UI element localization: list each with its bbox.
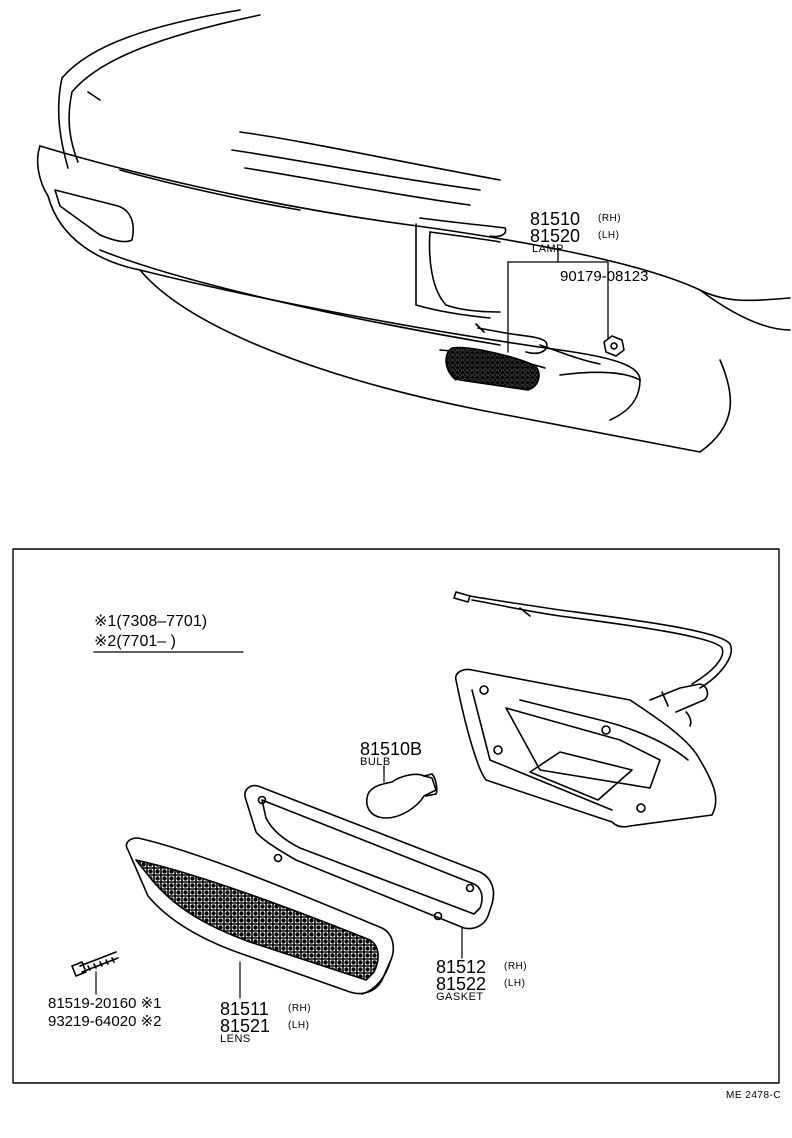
- lens-lh-part-number: 81521: [220, 1016, 271, 1036]
- lamp-rh-part-number: 81510: [530, 209, 581, 229]
- installed-side-marker-lamp: [445, 323, 548, 391]
- screw-2-mark: ※2: [140, 1013, 162, 1030]
- lens-drawing: [125, 837, 395, 995]
- note-1-range: (7308–7701): [116, 613, 208, 630]
- upper-leader-lines: [507, 247, 609, 353]
- detail-view-frame: [12, 548, 780, 1084]
- lamp-lh-side: (LH): [598, 230, 620, 241]
- lamp-name-label: LAMP: [532, 243, 564, 255]
- screw-1-mark: ※1: [140, 995, 162, 1012]
- nut-part-number: 90179-08123: [560, 268, 649, 285]
- note-2: ※2(7701– ): [94, 634, 176, 650]
- drawing-code: ME 2478-C: [726, 1090, 782, 1101]
- gasket-rh-part-number: 81512: [436, 957, 487, 977]
- note-1: ※1(7308–7701): [94, 614, 207, 630]
- screw-icon: [71, 951, 119, 977]
- lamp-rh-side: (RH): [598, 213, 622, 224]
- nut-icon: [603, 335, 625, 357]
- note-2-mark: ※2: [94, 633, 117, 650]
- gasket-name-label: GASKET: [436, 991, 484, 1003]
- note-1-mark: ※1: [94, 613, 117, 630]
- gasket-lh-side: (LH): [504, 978, 526, 989]
- screw-1-part-number: 81519-20160: [48, 995, 137, 1012]
- lens-rh-part-number: 81511: [220, 999, 269, 1019]
- lamp-housing-drawing: [453, 591, 733, 828]
- screw-2-part-number: 93219-64020: [48, 1013, 137, 1030]
- screw-1-label: 81519-20160 ※1: [48, 996, 162, 1011]
- lens-lh-side: (LH): [288, 1020, 310, 1031]
- bulb-icon: [366, 765, 438, 819]
- bulb-name-label: BULB: [360, 756, 391, 768]
- gasket-rh-side: (RH): [504, 961, 528, 972]
- note-2-range: (7701– ): [116, 633, 176, 650]
- lamp-lh-part-number: 81520: [530, 226, 581, 246]
- gasket-drawing: [244, 784, 495, 930]
- car-front-corner-drawing: [36, 9, 791, 453]
- screw-2-label: 93219-64020 ※2: [48, 1014, 162, 1029]
- gasket-lh-part-number: 81522: [436, 974, 487, 994]
- lens-name-label: LENS: [220, 1033, 251, 1045]
- bulb-part-number: 81510B: [360, 739, 423, 759]
- lens-rh-side: (RH): [288, 1003, 312, 1014]
- detail-leader-lines: [95, 765, 463, 999]
